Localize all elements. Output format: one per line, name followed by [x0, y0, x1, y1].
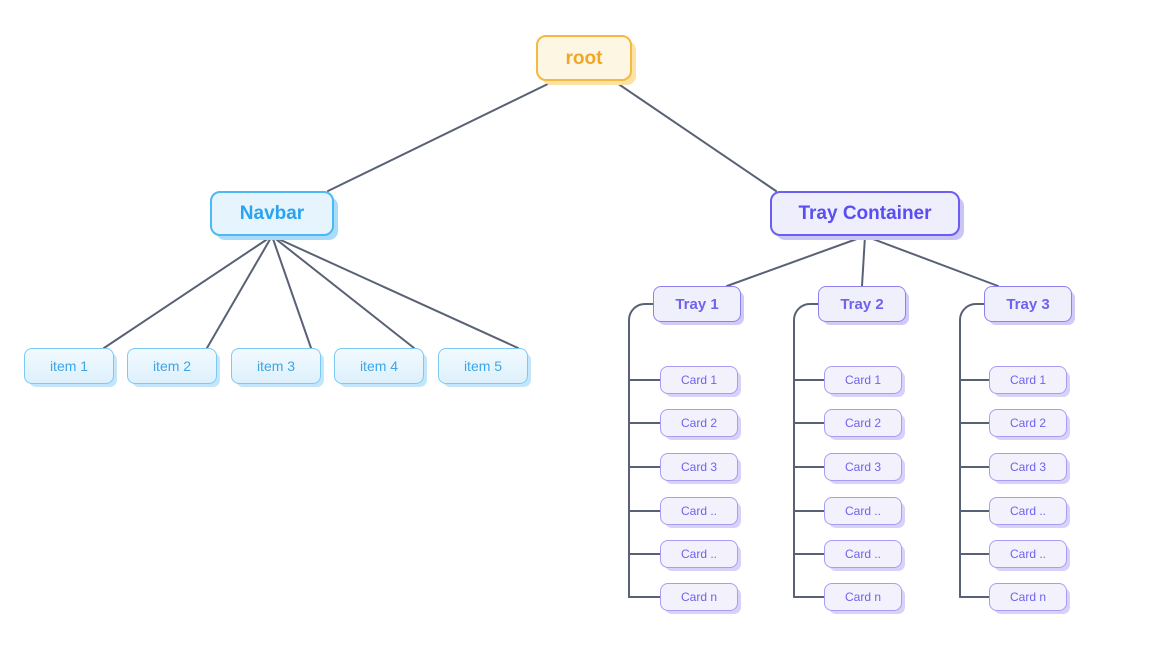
node-item-4-label: item 4: [359, 358, 399, 374]
node-tray-2-label: Tray 2: [840, 295, 884, 313]
edge-root-to-navbar: [327, 80, 555, 192]
node-tray-container-label: Tray Container: [798, 203, 932, 224]
node-item-3[interactable]: item 3: [231, 348, 321, 384]
node-tray-1[interactable]: Tray 1: [653, 286, 741, 322]
node-item-1-label: item 1: [49, 358, 89, 374]
node-tray-2-card-1-label: Card 1: [844, 373, 882, 387]
edge-tray-2-spine: [793, 303, 819, 598]
node-tray-2[interactable]: Tray 2: [818, 286, 906, 322]
node-navbar-label: Navbar: [239, 203, 305, 224]
edge-tray-1-spine: [628, 303, 654, 598]
node-item-1[interactable]: item 1: [24, 348, 114, 384]
node-item-2[interactable]: item 2: [127, 348, 217, 384]
node-tray-1-card-2[interactable]: Card 2: [660, 409, 738, 437]
node-tray-3-card-6[interactable]: Card n: [989, 583, 1067, 611]
node-tray-1-card-3[interactable]: Card 3: [660, 453, 738, 481]
edge-navbar-to-item-4: [271, 235, 415, 349]
node-tray-3-card-4[interactable]: Card ..: [989, 497, 1067, 525]
edge-tray-container-to-tray-3: [864, 235, 999, 287]
node-item-3-label: item 3: [256, 358, 296, 374]
node-tray-3-label: Tray 3: [1006, 295, 1050, 313]
node-tray-1-card-6-label: Card n: [680, 590, 718, 604]
node-tray-2-card-6[interactable]: Card n: [824, 583, 902, 611]
node-tray-3[interactable]: Tray 3: [984, 286, 1072, 322]
node-tray-2-card-5-label: Card ..: [844, 547, 881, 561]
node-tray-2-card-3[interactable]: Card 3: [824, 453, 902, 481]
edge-tray-3-spine: [959, 303, 985, 598]
node-navbar[interactable]: Navbar: [210, 191, 334, 236]
node-tray-2-card-3-label: Card 3: [844, 460, 882, 474]
node-tray-2-card-2-label: Card 2: [844, 416, 882, 430]
edge-root-to-tray-container: [613, 80, 777, 192]
node-item-5[interactable]: item 5: [438, 348, 528, 384]
node-tray-2-card-5[interactable]: Card ..: [824, 540, 902, 568]
node-tray-1-card-4[interactable]: Card ..: [660, 497, 738, 525]
edge-tray-container-to-tray-2: [861, 235, 866, 287]
node-root[interactable]: root: [536, 35, 632, 81]
edge-navbar-to-item-2: [206, 235, 273, 349]
node-tray-1-card-1-label: Card 1: [680, 373, 718, 387]
node-tray-3-card-3[interactable]: Card 3: [989, 453, 1067, 481]
node-tray-3-card-6-label: Card n: [1009, 590, 1047, 604]
node-tray-3-card-1-label: Card 1: [1009, 373, 1047, 387]
node-tray-container[interactable]: Tray Container: [770, 191, 960, 236]
edge-navbar-to-item-5: [271, 235, 519, 349]
node-tray-1-card-1[interactable]: Card 1: [660, 366, 738, 394]
node-tray-1-card-2-label: Card 2: [680, 416, 718, 430]
node-tray-3-card-3-label: Card 3: [1009, 460, 1047, 474]
edge-navbar-to-item-3: [271, 235, 312, 349]
node-tray-3-card-2[interactable]: Card 2: [989, 409, 1067, 437]
node-tray-2-card-6-label: Card n: [844, 590, 882, 604]
node-tray-2-card-4[interactable]: Card ..: [824, 497, 902, 525]
node-item-2-label: item 2: [152, 358, 192, 374]
node-tray-1-card-5[interactable]: Card ..: [660, 540, 738, 568]
node-tray-3-card-4-label: Card ..: [1009, 504, 1046, 518]
edge-navbar-to-item-1: [103, 235, 273, 349]
edge-tray-container-to-tray-1: [726, 235, 866, 287]
node-tray-3-card-2-label: Card 2: [1009, 416, 1047, 430]
node-tray-2-card-2[interactable]: Card 2: [824, 409, 902, 437]
node-tray-3-card-1[interactable]: Card 1: [989, 366, 1067, 394]
node-tray-1-card-5-label: Card ..: [680, 547, 717, 561]
node-tray-1-card-6[interactable]: Card n: [660, 583, 738, 611]
node-tray-1-card-3-label: Card 3: [680, 460, 718, 474]
node-tray-1-card-4-label: Card ..: [680, 504, 717, 518]
node-tray-3-card-5-label: Card ..: [1009, 547, 1046, 561]
node-tray-2-card-4-label: Card ..: [844, 504, 881, 518]
node-tray-1-label: Tray 1: [675, 295, 719, 313]
node-item-4[interactable]: item 4: [334, 348, 424, 384]
node-root-label: root: [565, 47, 603, 69]
node-item-5-label: item 5: [463, 358, 503, 374]
node-tray-2-card-1[interactable]: Card 1: [824, 366, 902, 394]
node-tray-3-card-5[interactable]: Card ..: [989, 540, 1067, 568]
